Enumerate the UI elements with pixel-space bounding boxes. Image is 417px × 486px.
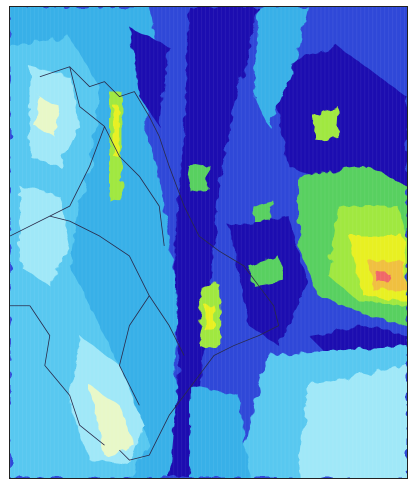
province-border <box>10 215 185 356</box>
radar-map <box>9 6 408 479</box>
radar-map-canvas <box>10 7 407 478</box>
province-border <box>49 126 105 217</box>
pixel-texture <box>10 7 407 478</box>
province-border <box>29 305 105 446</box>
province-border <box>119 295 150 406</box>
coastline <box>39 66 280 461</box>
province-border <box>69 66 165 247</box>
map-boundaries <box>10 66 280 461</box>
